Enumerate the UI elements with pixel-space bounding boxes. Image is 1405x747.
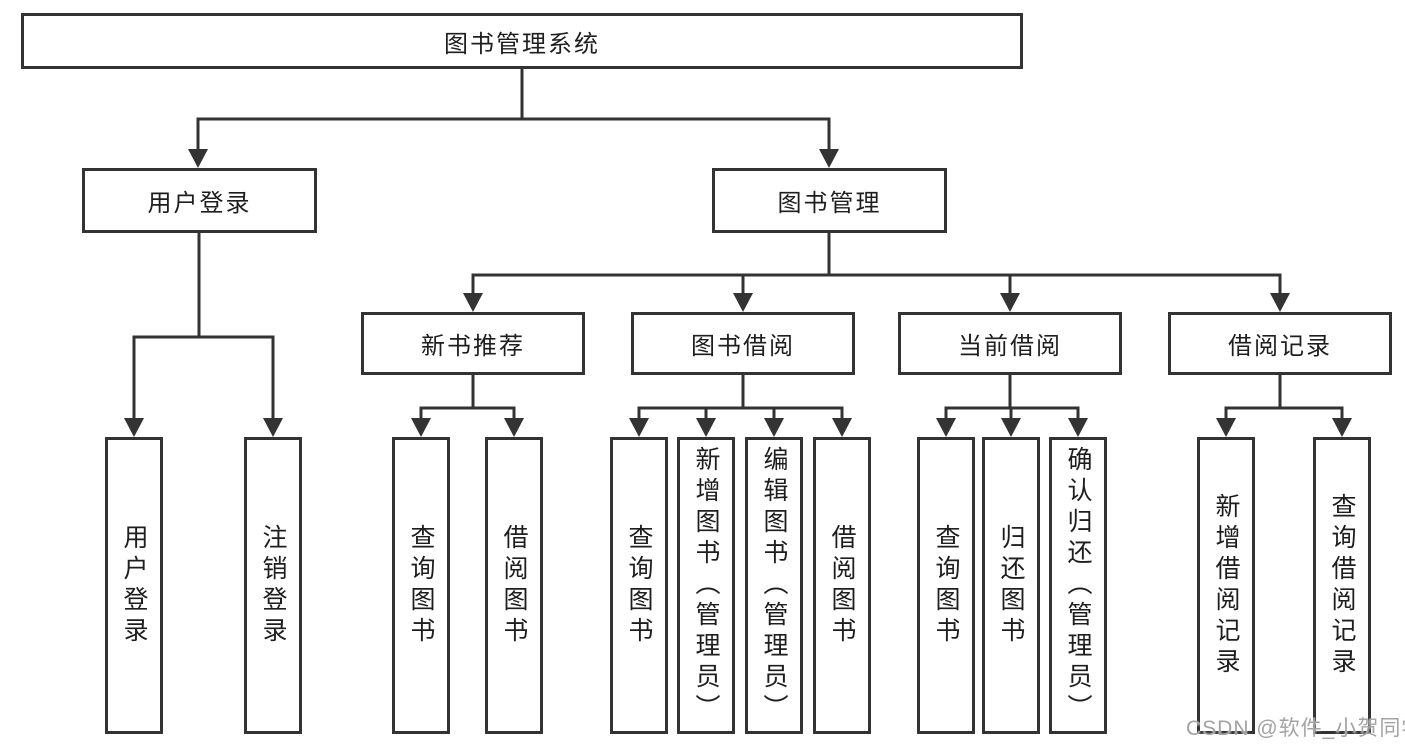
node-current-borrowing: 当前借阅 bbox=[898, 312, 1122, 375]
leaf-add-borrow-record: 新增借阅记录 bbox=[1197, 437, 1255, 734]
leaf-current-query-books: 查询图书 bbox=[917, 437, 975, 734]
node-book-management: 图书管理 bbox=[712, 168, 947, 233]
leaf-borrowing-query-books: 查询图书 bbox=[610, 437, 668, 734]
leaf-edit-books-admin: 编辑图书（管理员） bbox=[745, 437, 803, 734]
leaf-recommend-query-books: 查询图书 bbox=[392, 437, 450, 734]
leaf-borrowing-borrow-books: 借阅图书 bbox=[813, 437, 871, 734]
leaf-recommend-borrow-books: 借阅图书 bbox=[485, 437, 543, 734]
leaf-query-borrow-record: 查询借阅记录 bbox=[1313, 437, 1371, 734]
node-book-borrowing: 图书借阅 bbox=[631, 312, 855, 375]
leaf-add-books-admin: 新增图书（管理员） bbox=[677, 437, 735, 734]
leaf-user-login: 用户登录 bbox=[105, 437, 163, 734]
csdn-watermark: CSDN @软件_小贺同学 bbox=[1186, 717, 1405, 740]
node-new-book-recommendation: 新书推荐 bbox=[361, 312, 585, 375]
leaf-confirm-return-admin: 确认归还（管理员） bbox=[1049, 437, 1107, 734]
node-user-login: 用户登录 bbox=[82, 168, 317, 233]
leaf-return-books: 归还图书 bbox=[982, 437, 1040, 734]
leaf-logout: 注销登录 bbox=[244, 437, 302, 734]
node-root: 图书管理系统 bbox=[21, 13, 1023, 69]
node-borrowing-records: 借阅记录 bbox=[1168, 312, 1392, 375]
